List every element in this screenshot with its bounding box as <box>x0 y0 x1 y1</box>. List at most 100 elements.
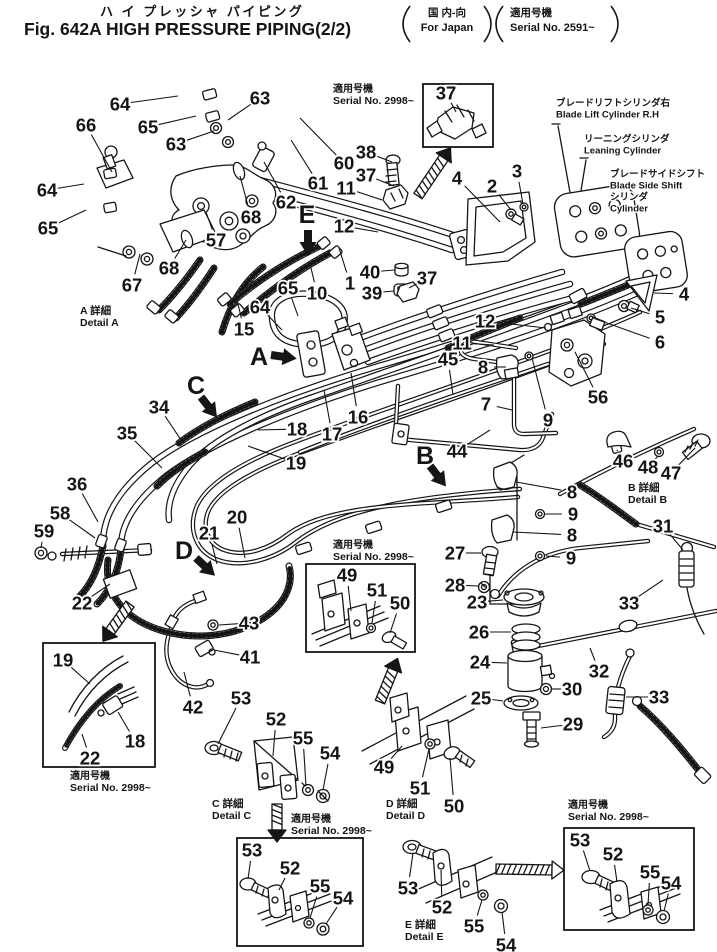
part-number: 49 <box>374 757 395 778</box>
leader-line <box>491 698 504 702</box>
leader-line <box>117 711 130 732</box>
section-letter: C <box>187 372 205 400</box>
leader-line <box>371 600 376 624</box>
part-number: 60 <box>334 153 355 174</box>
part-number: 12 <box>334 216 355 237</box>
leader-line <box>390 745 403 760</box>
part-number: 51 <box>410 778 431 799</box>
part-number: 20 <box>227 507 248 528</box>
leader-line <box>518 181 524 205</box>
diagram-label: Detail D <box>386 810 426 822</box>
part-number: 30 <box>562 679 583 700</box>
part-number: 8 <box>478 357 488 378</box>
leader-line <box>382 290 395 293</box>
diagram-label: 適用号機 <box>70 769 110 782</box>
leader-line <box>174 239 187 259</box>
leader-line <box>487 599 504 602</box>
leader-line <box>653 292 674 295</box>
leader-line <box>540 724 563 729</box>
part-number: 18 <box>287 419 308 440</box>
part-number: 46 <box>613 451 634 472</box>
part-number: 16 <box>348 407 369 428</box>
leader-line <box>630 307 650 315</box>
leader-line <box>465 429 491 446</box>
part-number: 59 <box>34 521 55 542</box>
section-letter: D <box>175 537 193 565</box>
part-number: 25 <box>471 688 492 709</box>
part-number: 18 <box>125 731 146 752</box>
part-number: 63 <box>250 88 271 109</box>
part-number: 49 <box>337 565 358 586</box>
part-number: 65 <box>278 278 299 299</box>
leader-line <box>376 178 395 187</box>
leader-line <box>582 850 591 872</box>
section-arrow-icon <box>270 348 297 366</box>
leader-line <box>350 372 357 407</box>
leader-line <box>496 405 513 411</box>
part-number: 26 <box>469 622 490 643</box>
part-number: 6 <box>655 332 665 353</box>
part-number: 12 <box>475 311 496 332</box>
diagram-label: Serial No. 2998~ <box>333 95 414 107</box>
part-number: 37 <box>356 165 377 186</box>
part-number: 4 <box>679 284 690 305</box>
part-number: 15 <box>234 319 255 340</box>
leader-line <box>183 671 191 697</box>
leader-line <box>421 748 430 778</box>
part-number: 53 <box>398 878 419 899</box>
part-number: 62 <box>276 192 297 213</box>
diagram-label: Detail A <box>80 317 119 329</box>
part-number: 54 <box>496 935 517 952</box>
leader-line <box>257 428 287 431</box>
leader-line <box>647 882 650 906</box>
diagram-label: ブレードサイドシフト <box>610 168 705 180</box>
diagram-label: E 詳細 <box>405 918 436 931</box>
leader-line <box>376 155 393 163</box>
leader-line <box>130 95 179 104</box>
part-number: 53 <box>242 840 263 861</box>
part-number: 24 <box>470 652 491 673</box>
leader-line <box>338 247 348 273</box>
leader-line <box>238 527 246 559</box>
leader-line <box>134 440 163 469</box>
part-number: 31 <box>653 516 674 537</box>
leader-line <box>476 899 483 916</box>
part-number: 41 <box>240 647 261 668</box>
diagram-label: Serial No. 2998~ <box>291 825 372 837</box>
leader-line <box>498 194 512 211</box>
leader-line <box>211 543 218 565</box>
part-number: 43 <box>239 613 260 634</box>
diagram-label: B 詳細 <box>628 481 660 494</box>
diagram-label: Blade Side Shift <box>610 181 683 192</box>
leader-line <box>589 647 596 661</box>
leader-line <box>449 757 454 796</box>
leader-line <box>57 209 87 224</box>
part-number: 22 <box>72 593 93 614</box>
leader-line <box>614 864 618 883</box>
leader-line <box>309 896 318 919</box>
leader-line <box>247 445 286 460</box>
part-number: 55 <box>640 862 661 883</box>
section-arrow-icon <box>193 555 216 576</box>
diagram-label: 適用号機 <box>333 82 373 95</box>
part-number: 5 <box>655 307 665 328</box>
leader-line <box>158 115 197 126</box>
part-number: 64 <box>250 297 271 318</box>
diagram-label: Serial No. 2998~ <box>568 811 649 823</box>
part-number: 53 <box>231 688 252 709</box>
leader-line <box>303 748 307 787</box>
part-number: 1 <box>345 273 355 294</box>
part-number: 55 <box>464 916 485 937</box>
leader-line <box>90 583 111 598</box>
leader-line <box>278 877 286 891</box>
part-number: 33 <box>619 593 640 614</box>
leader-line <box>134 253 141 275</box>
part-number: 34 <box>149 397 170 418</box>
part-number: 9 <box>566 548 576 569</box>
diagram-label: ブレードリフトシリンダ右 <box>556 97 671 109</box>
part-number: 8 <box>567 482 577 503</box>
part-number: 37 <box>417 268 438 289</box>
leader-line <box>299 117 337 156</box>
